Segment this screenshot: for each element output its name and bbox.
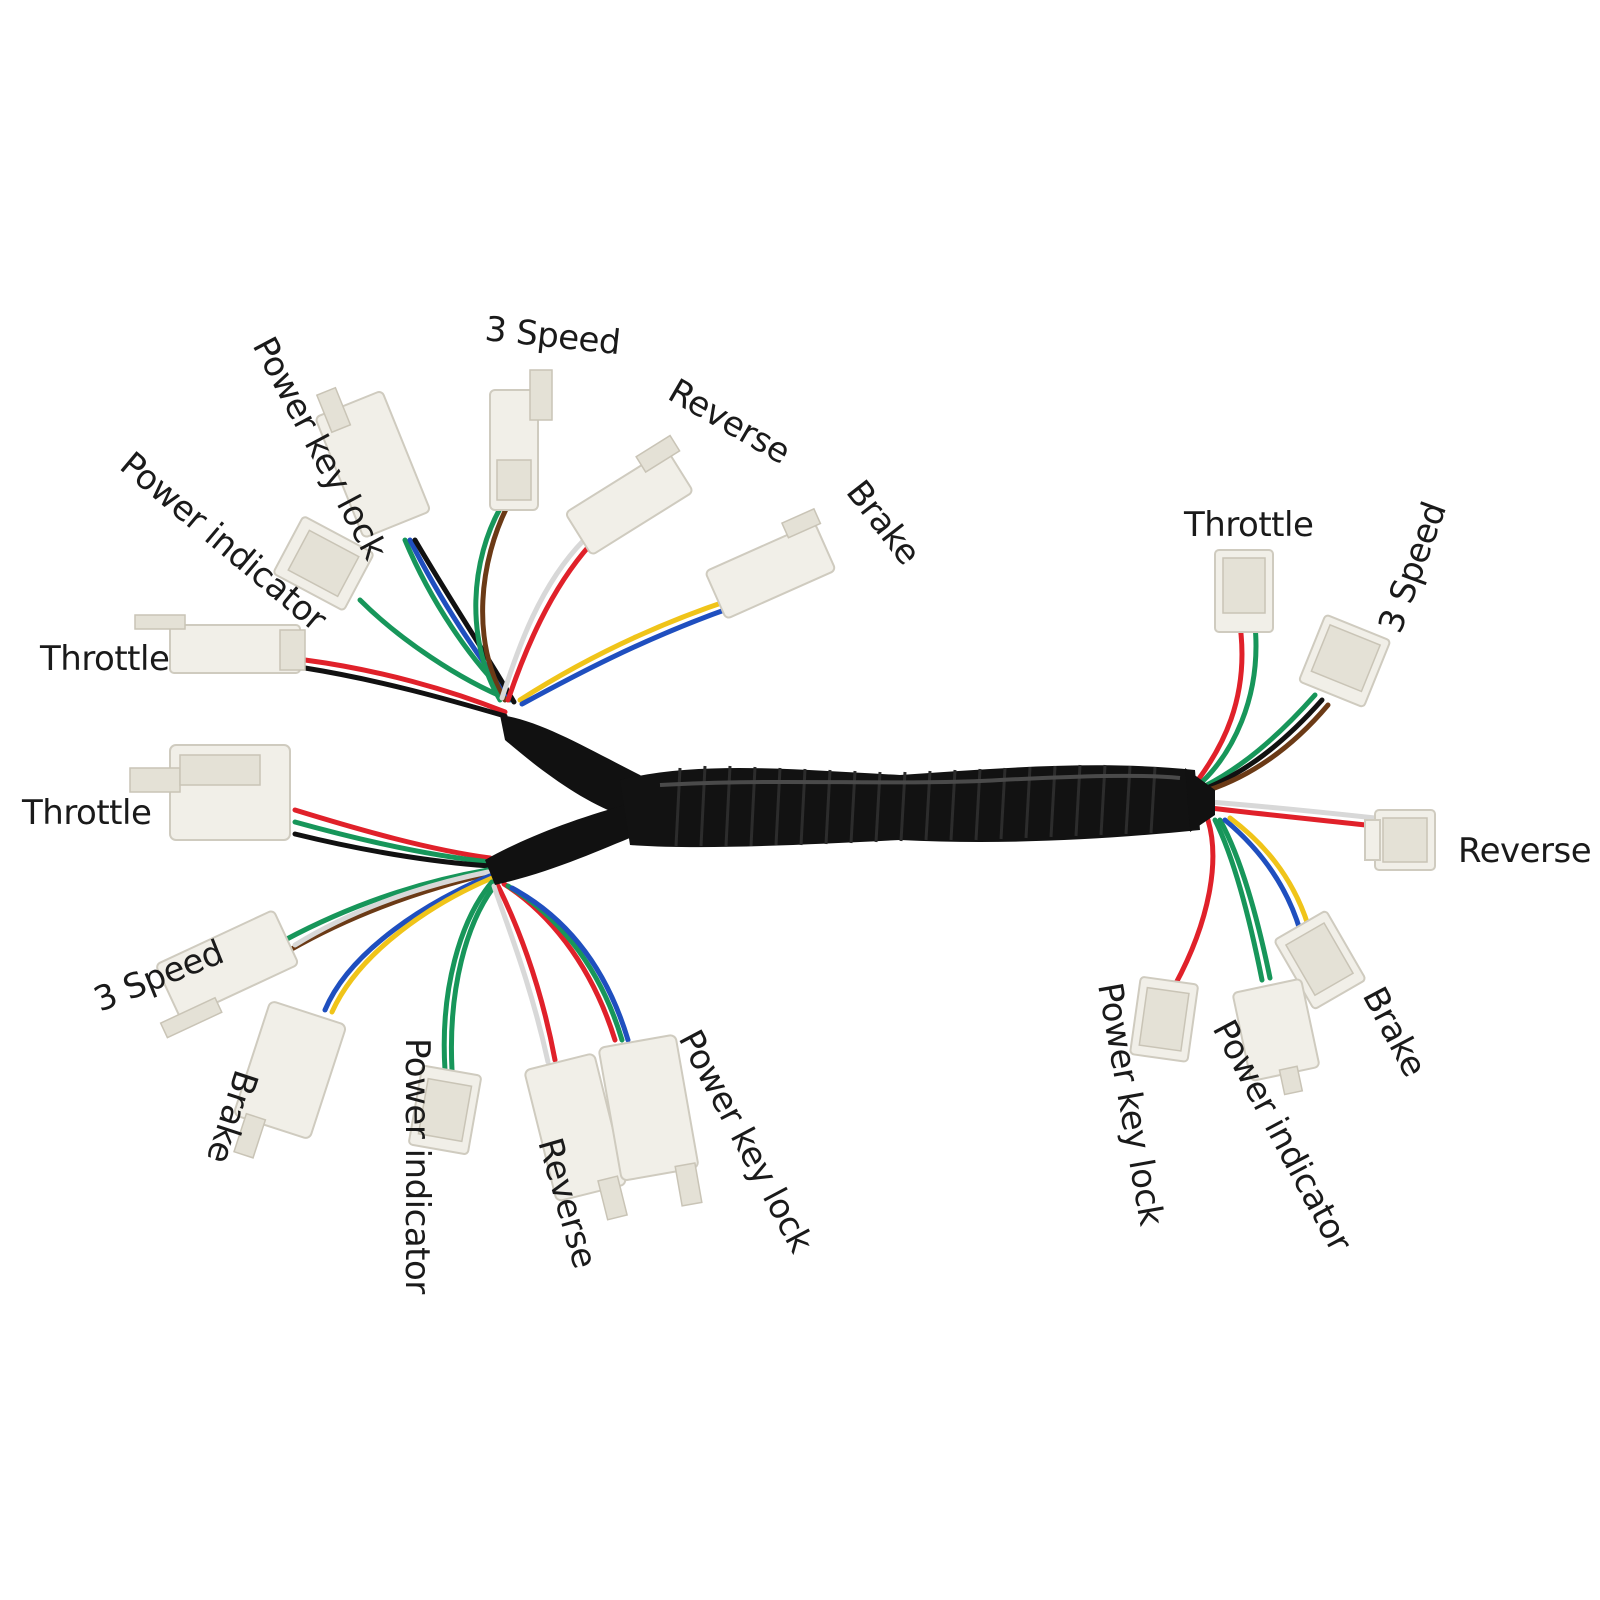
- wire-blue: [322, 873, 493, 1013]
- connector-throttle-r: [1214, 549, 1274, 633]
- wire-blue: [509, 885, 631, 1043]
- wire-green: [1199, 622, 1259, 785]
- wire-yellow: [517, 597, 733, 703]
- connector-brake-ul: [705, 507, 836, 619]
- wire-green: [357, 597, 513, 703]
- wire-green: [448, 881, 499, 1073]
- wire-brown: [1206, 702, 1331, 793]
- connector-power-key-lock-ul: [315, 386, 431, 538]
- wire-red: [292, 807, 493, 861]
- wire-black: [292, 831, 493, 869]
- connector-reverse-ll: [524, 1053, 629, 1221]
- label-brake-ul: Brake: [838, 473, 928, 573]
- connector-reverse-r: [1364, 809, 1436, 871]
- wire-green: [1212, 817, 1265, 983]
- wires: [282, 502, 1378, 1073]
- connector-power-indicator-r: [1232, 978, 1320, 1096]
- connector-power-indicator-ul: [273, 516, 374, 611]
- wire-red: [495, 883, 558, 1063]
- connector-throttle-ll: [129, 744, 291, 841]
- wire-black: [1204, 697, 1325, 791]
- connector-3speed-r: [1298, 614, 1391, 708]
- connector-3speed-ll: [156, 910, 299, 1039]
- wire-red: [302, 657, 508, 715]
- label-brake-r: Brake: [1354, 980, 1434, 1083]
- wire-yellow: [329, 875, 495, 1015]
- connectors: [129, 369, 1436, 1221]
- connector-power-indicator-ll: [408, 1065, 482, 1155]
- wire-white: [1207, 799, 1378, 821]
- wire-green: [473, 502, 505, 703]
- label-3speed-r: 3 Speed: [1371, 497, 1455, 638]
- wire-green: [1217, 817, 1273, 981]
- label-reverse-ul: Reverse: [662, 371, 797, 472]
- wire-green: [292, 819, 493, 865]
- wire-white: [491, 883, 551, 1065]
- wire-red: [1207, 805, 1378, 829]
- label-3speed-ul: 3 Speed: [483, 309, 622, 363]
- wire-black: [302, 665, 508, 719]
- wire-green: [282, 867, 491, 943]
- wire-white: [499, 537, 587, 701]
- wire-blue: [407, 537, 515, 703]
- wire-red: [1172, 817, 1216, 988]
- wire-yellow: [1227, 815, 1311, 928]
- connector-brake-r: [1274, 910, 1366, 1010]
- wire-green: [441, 879, 495, 1073]
- label-throttle-ll: Throttle: [21, 793, 151, 833]
- wire-blue: [519, 605, 733, 707]
- connector-3speed-ul: [489, 369, 553, 511]
- label-power-indicator-ll: Power indicator: [397, 1038, 437, 1294]
- connector-brake-ll: [233, 1001, 347, 1159]
- connector-power-key-lock-ll: [598, 1034, 703, 1207]
- main-sheath: [485, 715, 1215, 885]
- connector-throttle-ul: [134, 614, 306, 674]
- wire-red: [505, 542, 593, 703]
- label-throttle-r: Throttle: [1183, 505, 1313, 545]
- wire-green: [1202, 692, 1318, 789]
- connector-power-key-lock-r: [1129, 976, 1199, 1063]
- connector-reverse-ul: [565, 434, 693, 555]
- wire-brown: [480, 502, 511, 703]
- wire-brown: [287, 871, 491, 953]
- label-throttle-ul: Throttle: [39, 639, 169, 679]
- wire-white: [292, 869, 491, 948]
- wire-red: [1195, 622, 1245, 783]
- wire-blue: [1222, 817, 1303, 933]
- label-reverse-r: Reverse: [1458, 831, 1591, 871]
